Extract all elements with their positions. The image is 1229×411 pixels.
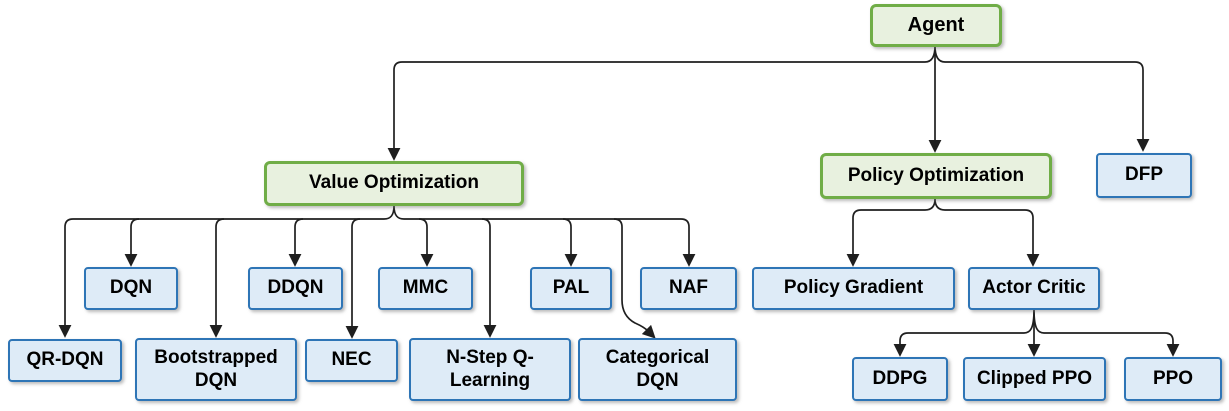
node-agent: Agent bbox=[870, 4, 1002, 47]
node-policy-gradient: Policy Gradient bbox=[752, 267, 955, 310]
node-pal: PAL bbox=[530, 267, 612, 310]
node-dqn: DQN bbox=[84, 267, 178, 310]
edge-po-policy-gradient bbox=[846, 198, 936, 267]
node-nec: NEC bbox=[305, 339, 398, 382]
node-ddpg: DDPG bbox=[852, 357, 948, 401]
edge-agent-dfp bbox=[934, 45, 1150, 152]
node-naf: NAF bbox=[640, 267, 737, 310]
node-n-step-q-learning: N-Step Q-Learning bbox=[409, 338, 571, 401]
node-actor-critic: Actor Critic bbox=[968, 267, 1100, 310]
edge-vo-mmc bbox=[418, 218, 434, 267]
node-clipped-ppo: Clipped PPO bbox=[963, 357, 1106, 401]
node-categorical-dqn: Categorical DQN bbox=[578, 338, 737, 401]
edge-vo-pal bbox=[562, 218, 578, 267]
edge-ac-ddpg bbox=[893, 309, 1035, 357]
edge-po-actor-critic bbox=[934, 198, 1040, 267]
node-policy-optimization: Policy Optimization bbox=[820, 153, 1052, 199]
node-mmc: MMC bbox=[378, 267, 473, 310]
node-bootstrapped-dqn: Bootstrapped DQN bbox=[135, 338, 297, 401]
edge-vo-dqn bbox=[124, 218, 140, 267]
node-ppo: PPO bbox=[1124, 357, 1222, 401]
edge-vo-ddqn bbox=[288, 218, 304, 267]
edge-vo-naf bbox=[393, 205, 696, 267]
edge-agent-value-optimization bbox=[387, 45, 936, 161]
edge-vo-bootstrapped-dqn bbox=[209, 218, 225, 338]
node-value-optimization: Value Optimization bbox=[264, 161, 524, 206]
node-qr-dqn: QR-DQN bbox=[8, 339, 122, 382]
edge-vo-nec bbox=[345, 218, 361, 339]
node-ddqn: DDQN bbox=[248, 267, 343, 310]
node-dfp: DFP bbox=[1096, 153, 1192, 198]
edge-vo-n-step bbox=[481, 218, 497, 338]
edge-ac-ppo bbox=[1033, 309, 1180, 357]
